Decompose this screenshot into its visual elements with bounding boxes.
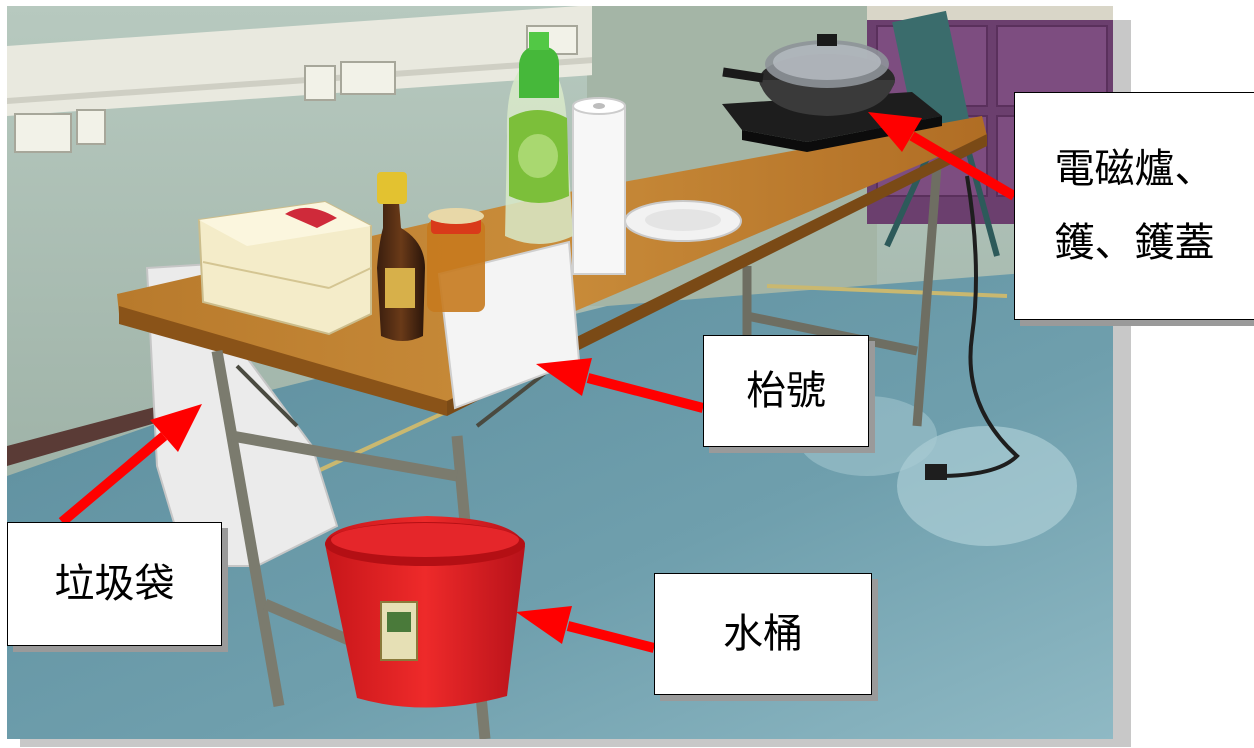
soy-sauce-bottle xyxy=(377,172,425,341)
callout-stove-wok-lid: 電磁爐、 鑊、鑊蓋 xyxy=(1014,92,1254,320)
table-legs-back xyxy=(742,165,942,427)
skirting-board xyxy=(7,396,197,466)
callout-stove-line1: 電磁爐、 xyxy=(1054,146,1215,192)
detergent-bottle xyxy=(505,32,573,244)
callout-stove-line2: 鑊、鑊蓋 xyxy=(1054,220,1215,266)
paper-towel-roll xyxy=(572,97,626,275)
callout-bucket-label: 水桶 xyxy=(723,611,803,657)
callout-table-number-label: 枱號 xyxy=(746,368,826,414)
plastic-box xyxy=(197,200,372,336)
jar xyxy=(427,208,485,312)
wok-lid xyxy=(765,34,889,88)
induction-cooker xyxy=(722,92,942,152)
callout-table-number: 枱號 xyxy=(703,335,869,447)
red-bucket xyxy=(325,516,525,708)
callout-trash-bag-label: 垃圾袋 xyxy=(54,561,175,607)
callout-trash-bag: 垃圾袋 xyxy=(7,522,222,646)
power-cable xyxy=(936,175,1020,478)
callout-bucket: 水桶 xyxy=(654,573,872,695)
red-cloth xyxy=(285,207,337,228)
